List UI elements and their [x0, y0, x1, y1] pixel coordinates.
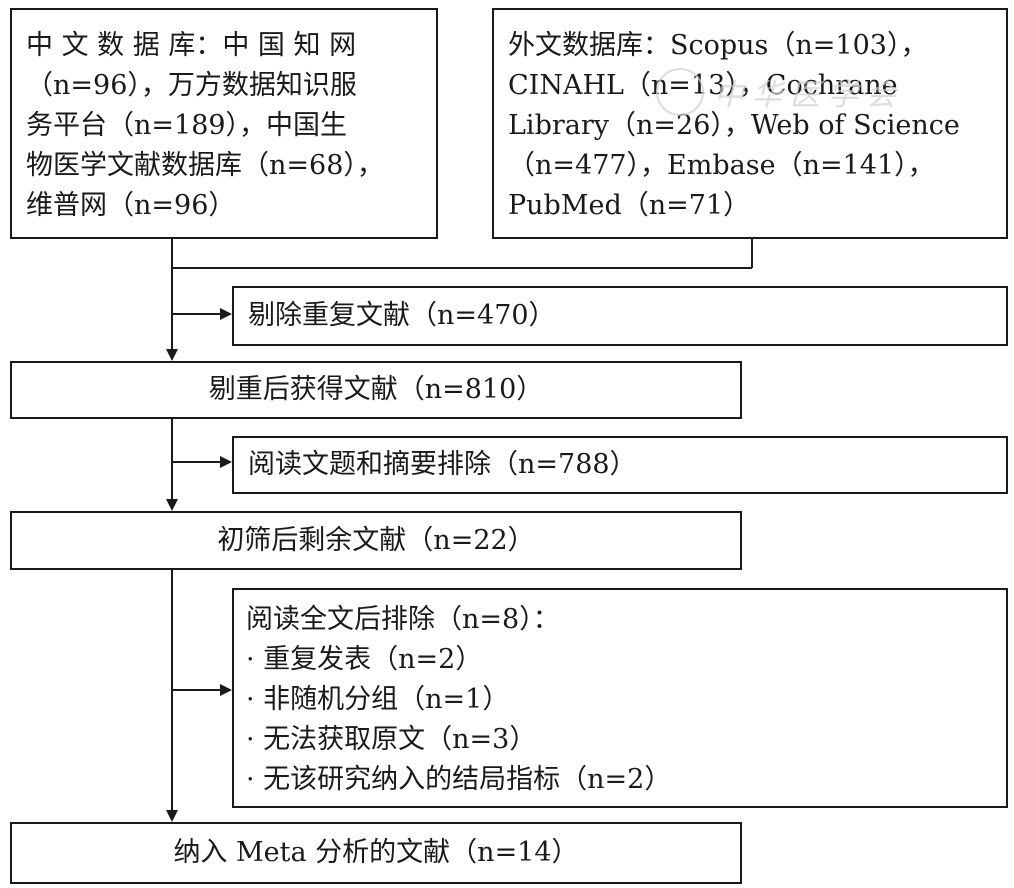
fulltext-excluded-box: 阅读全文后排除（n=8）： · 重复发表（n=2） · 非随机分组（n=1） ·…	[232, 588, 1008, 808]
included-meta-text: 纳入 Meta 分析的文献（n=14）	[173, 837, 579, 868]
fulltext-reason-nonrandom: · 非随机分组（n=1）	[246, 684, 510, 715]
after-dedup-box: 剔重后获得文献（n=810）	[10, 361, 742, 419]
included-meta-box: 纳入 Meta 分析的文献（n=14）	[10, 822, 742, 884]
cn-line-5: 维普网（n=96）	[26, 190, 236, 221]
after-screening-box: 初筛后剩余文献（n=22）	[10, 511, 742, 570]
fulltext-reason-duplicate: · 重复发表（n=2）	[246, 644, 483, 675]
fulltext-reason-no-outcome: · 无该研究纳入的结局指标（n=2）	[246, 764, 672, 795]
duplicates-removed-box: 剔除重复文献（n=470）	[232, 286, 1008, 346]
duplicates-removed-text: 剔除重复文献（n=470）	[248, 300, 556, 331]
en-line-2: CINAHL（n=13），Cochrane	[508, 70, 898, 101]
fulltext-excluded-title: 阅读全文后排除（n=8）：	[246, 604, 560, 635]
fulltext-reason-unavailable: · 无法获取原文（n=3）	[246, 724, 537, 755]
foreign-databases-box: 外文数据库：Scopus（n=103）， CINAHL（n=13），Cochra…	[492, 8, 1008, 239]
after-screening-text: 初筛后剩余文献（n=22）	[217, 524, 535, 556]
title-abstract-excluded-text: 阅读文题和摘要排除（n=788）	[248, 449, 637, 480]
cn-line-1: 中 文 数 据 库：中 国 知 网	[26, 30, 357, 61]
cn-line-2: （n=96），万方数据知识服	[26, 70, 357, 101]
chinese-databases-box: 中 文 数 据 库：中 国 知 网 （n=96），万方数据知识服 务平台（n=1…	[10, 8, 438, 239]
cn-line-4: 物医学文献数据库（n=68），	[26, 150, 384, 181]
cn-line-3: 务平台（n=189），中国生	[26, 110, 348, 141]
en-line-3: Library（n=26），Web of Science	[508, 110, 960, 141]
en-line-4: （n=477），Embase（n=141），	[508, 150, 935, 181]
title-abstract-excluded-box: 阅读文题和摘要排除（n=788）	[232, 436, 1008, 494]
en-line-1: 外文数据库：Scopus（n=103），	[508, 30, 928, 61]
after-dedup-text: 剔重后获得文献（n=810）	[208, 374, 544, 405]
en-line-5: PubMed（n=71）	[508, 190, 751, 221]
